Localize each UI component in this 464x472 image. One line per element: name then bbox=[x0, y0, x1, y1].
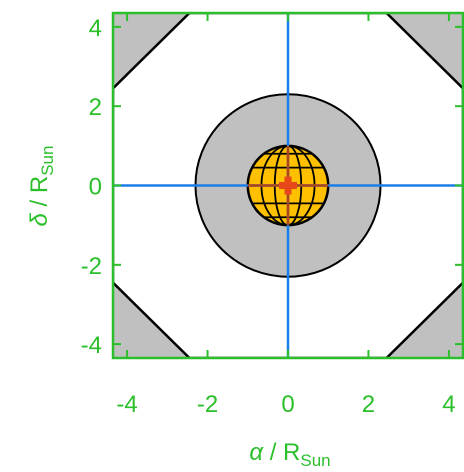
axis-unit: / R bbox=[263, 439, 300, 466]
x-tick-label: 2 bbox=[362, 391, 375, 418]
y-tick-label: 0 bbox=[89, 174, 102, 201]
axis-unit-subscript: Sun bbox=[300, 451, 330, 470]
y-tick-label: 4 bbox=[89, 15, 102, 42]
axis-unit-subscript: Sun bbox=[38, 146, 57, 176]
plot-area bbox=[113, 13, 463, 358]
axes bbox=[111, 11, 464, 360]
x-tick-label: -2 bbox=[197, 391, 218, 418]
x-axis-label: α / RSun bbox=[249, 439, 330, 470]
x-tick-label: 4 bbox=[442, 391, 455, 418]
x-tick-label: 0 bbox=[281, 391, 294, 418]
y-axis-label: δ / RSun bbox=[26, 146, 57, 227]
sun-center-mark-v bbox=[284, 176, 292, 195]
tick-labels: -4 -2 0 2 4 -4 -2 0 2 4 bbox=[81, 15, 456, 418]
x-tick-label: -4 bbox=[116, 391, 137, 418]
axis-unit: / R bbox=[26, 176, 53, 213]
y-tick-label: 2 bbox=[89, 94, 102, 121]
axis-symbol: δ bbox=[26, 212, 53, 226]
axis-symbol: α bbox=[249, 439, 264, 466]
y-tick-label: -4 bbox=[81, 332, 102, 359]
y-tick-label: -2 bbox=[81, 253, 102, 280]
